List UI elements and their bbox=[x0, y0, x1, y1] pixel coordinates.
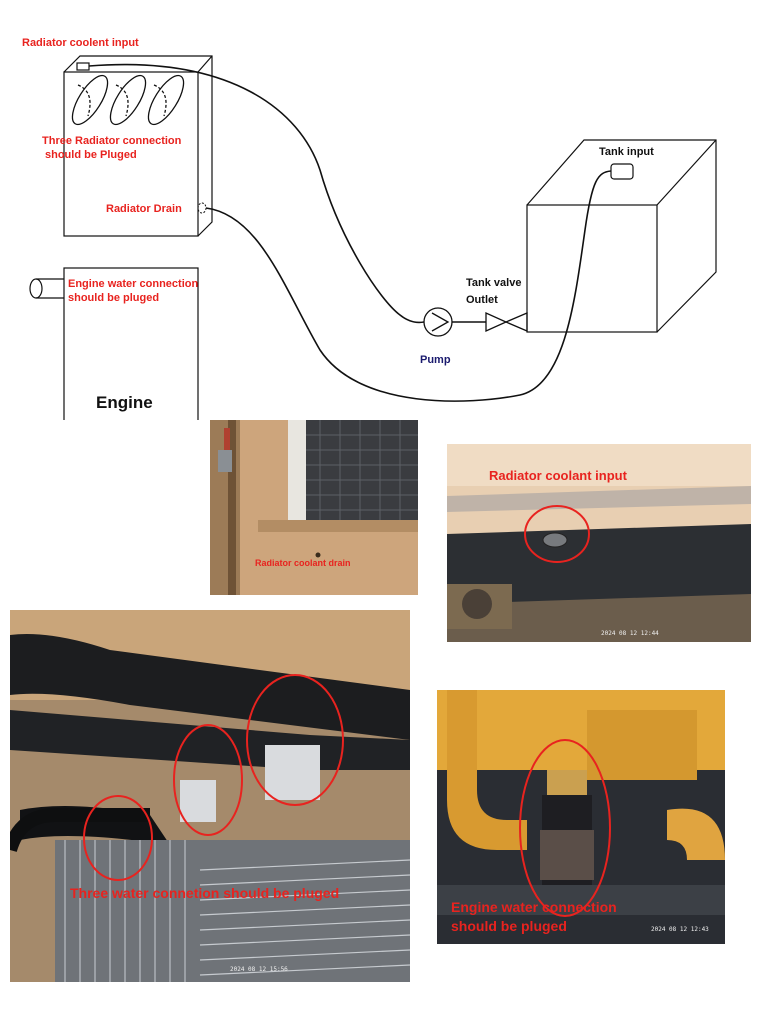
label-pump: Pump bbox=[420, 354, 451, 366]
radiator-connection-cylinders bbox=[71, 74, 185, 126]
label-engine-water-line1: Engine water connection bbox=[68, 278, 199, 290]
tank-valve-symbol bbox=[485, 311, 528, 333]
label-engine-water-line2: should be pluged bbox=[68, 292, 160, 305]
photo-coolant-input-image bbox=[447, 444, 751, 642]
label-tank-valve: Tank valve bbox=[466, 277, 522, 289]
label-engine-water-connection: Engine water connection should be pluged bbox=[68, 277, 198, 306]
photo-three-connections-timestamp: 2024 08 12 15:56 bbox=[230, 966, 288, 973]
photo-engine-connection-timestamp: 2024 08 12 12:43 bbox=[651, 926, 709, 933]
label-tank-valve-outlet: Tank valve Outlet bbox=[466, 276, 521, 308]
hoses bbox=[88, 63, 612, 402]
photo-coolant-input: Radiator coolant input 2024 08 12 12:44 bbox=[447, 444, 751, 642]
photo-coolant-input-caption: Radiator coolant input bbox=[489, 468, 627, 483]
schematic-diagram bbox=[29, 55, 717, 420]
label-tank-input: Tank input bbox=[599, 146, 654, 158]
label-three-radiator-connection: Three Radiator connection should be Plug… bbox=[42, 134, 181, 163]
photo-three-connections-circle-2 bbox=[173, 724, 243, 836]
radiator-drain-port bbox=[197, 202, 207, 214]
photo-three-connections-caption: Three water connetion should be pluged bbox=[70, 885, 340, 901]
photo-engine-connection-image bbox=[437, 690, 725, 944]
photo-engine-connection-caption: Engine water connection should be pluged bbox=[451, 898, 617, 936]
label-engine: Engine bbox=[96, 393, 153, 412]
photo-three-connections-image bbox=[10, 610, 410, 982]
pump-symbol bbox=[423, 307, 453, 337]
photo-three-connections-circle-3 bbox=[246, 674, 344, 806]
radiator-box bbox=[63, 55, 213, 237]
photo-engine-connection: Engine water connection should be pluged… bbox=[437, 690, 725, 944]
label-three-radiator-line2: should be Pluged bbox=[45, 149, 137, 162]
label-outlet: Outlet bbox=[466, 294, 498, 307]
hose-radiator-input-to-pump bbox=[88, 63, 425, 324]
label-radiator-drain: Radiator Drain bbox=[106, 203, 182, 215]
photo-drain-caption: Radiator coolant drain bbox=[255, 558, 351, 568]
photo-three-connections: Three water connetion should be pluged 2… bbox=[10, 610, 410, 982]
photo-engine-caption-line1: Engine water connection bbox=[451, 899, 617, 915]
tank-box bbox=[526, 139, 717, 333]
hose-drain-to-tank-input bbox=[205, 170, 612, 402]
engine-box bbox=[29, 267, 199, 420]
photo-coolant-input-timestamp: 2024 08 12 12:44 bbox=[601, 630, 659, 637]
label-three-radiator-line1: Three Radiator connection bbox=[42, 135, 182, 147]
photo-coolant-input-circle bbox=[524, 505, 590, 563]
photo-radiator-drain-image bbox=[210, 420, 418, 595]
label-radiator-coolant-input: Radiator coolent input bbox=[22, 37, 139, 49]
photo-engine-caption-line2: should be pluged bbox=[451, 917, 567, 934]
photo-engine-connection-circle bbox=[519, 739, 611, 917]
photo-radiator-drain: Radiator coolant drain bbox=[210, 420, 418, 595]
photo-three-connections-circle-1 bbox=[83, 795, 153, 881]
